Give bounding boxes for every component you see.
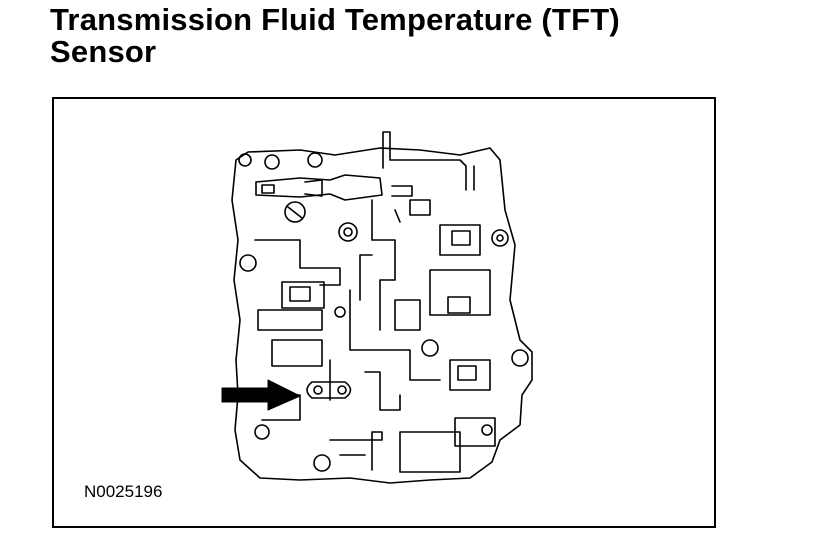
bolt-boss: [491, 229, 509, 247]
solenoid: [449, 359, 491, 391]
fluid-tube: [382, 131, 475, 191]
bolt-boss: [307, 152, 323, 168]
bolt-boss: [421, 339, 439, 357]
valve-body-outline: [231, 147, 533, 484]
bolt-boss: [481, 424, 493, 436]
bolt-boss: [254, 424, 270, 440]
illustration-frame: [52, 97, 716, 528]
valve-bore: [255, 174, 383, 201]
screw-head: [284, 201, 306, 223]
bolt-boss: [334, 306, 346, 318]
passage: [394, 299, 421, 331]
valve-body-illustration: [221, 131, 533, 484]
passage: [254, 239, 341, 286]
solenoid: [429, 269, 491, 316]
bolt-boss: [313, 454, 331, 472]
passage: [329, 359, 401, 411]
bolt-boss: [343, 227, 353, 237]
bolt-boss: [496, 234, 504, 242]
figure-code: N0025196: [84, 482, 163, 501]
solenoid: [271, 339, 323, 367]
passage: [349, 289, 441, 381]
solenoid: [439, 224, 481, 256]
solenoid: [281, 281, 325, 309]
passage: [257, 309, 323, 331]
bolt-boss: [511, 349, 529, 367]
page-title: Transmission Fluid Temperature (TFT) Sen…: [50, 4, 620, 68]
tft-sensor: [306, 381, 352, 399]
bolt-boss: [338, 222, 358, 242]
pointer-arrow: [221, 379, 301, 411]
passage: [329, 439, 373, 471]
bolt-boss: [239, 254, 257, 272]
solenoid: [399, 431, 461, 473]
bolt-boss: [238, 153, 252, 167]
solenoid: [454, 417, 496, 447]
passage: [394, 199, 431, 223]
passage: [359, 199, 396, 331]
bolt-boss: [264, 154, 280, 170]
title-line-1: Transmission Fluid Temperature (TFT): [50, 2, 620, 37]
title-line-2: Sensor: [50, 34, 157, 69]
